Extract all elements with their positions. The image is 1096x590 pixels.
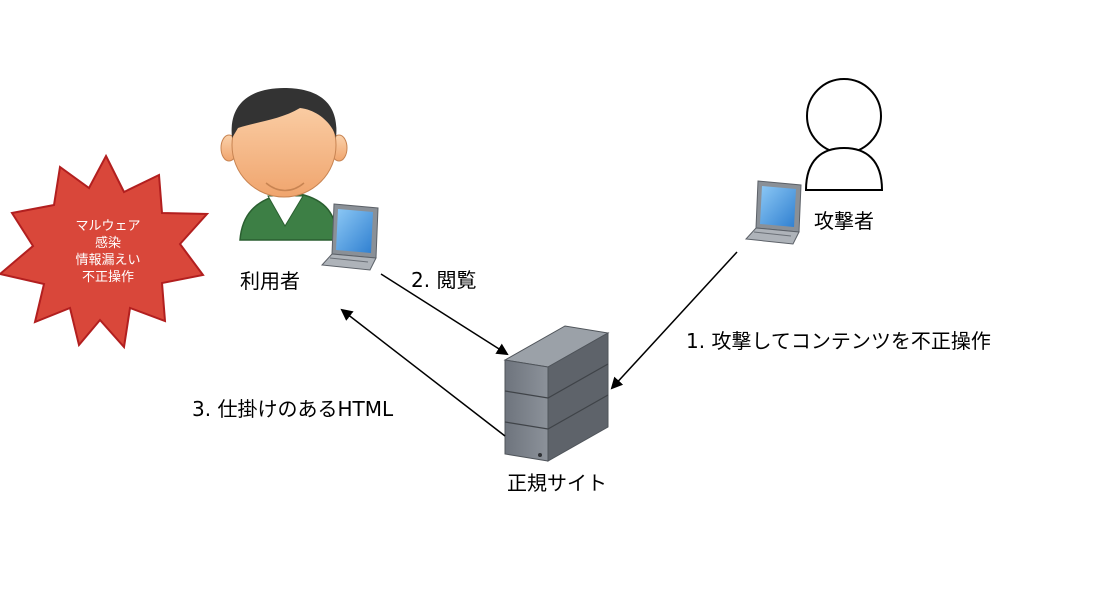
burst-shape — [0, 153, 210, 350]
user-figure-icon — [220, 88, 348, 241]
site-label: 正規サイト — [507, 471, 607, 495]
malware-burst: マルウェア 感染 情報漏えい 不正操作 — [0, 153, 210, 350]
edge-attack: 1. 攻撃してコンテンツを不正操作 — [610, 251, 991, 390]
edge-browse-line — [380, 273, 509, 356]
edge-browse-label: 2. 閲覧 — [411, 268, 476, 292]
burst-line-3: 情報漏えい — [75, 252, 140, 268]
edge-attack-label: 1. 攻撃してコンテンツを不正操作 — [686, 329, 991, 353]
attacker-figure-icon — [804, 78, 884, 191]
edge-attack-line — [610, 251, 738, 390]
edge-html-label: 3. 仕掛けのあるHTML — [192, 397, 394, 421]
edge-html: 3. 仕掛けのあるHTML — [192, 308, 506, 437]
burst-line-1: マルウェア — [75, 219, 140, 234]
edge-html-line — [340, 308, 506, 437]
edge-browse: 2. 閲覧 — [380, 268, 509, 356]
burst-line-4: 不正操作 — [82, 269, 134, 285]
attacker-laptop-icon — [744, 180, 802, 245]
burst-line-2: 感染 — [95, 235, 121, 251]
user-laptop-icon — [320, 203, 379, 271]
attacker-label: 攻撃者 — [814, 209, 874, 233]
server-icon — [503, 325, 610, 462]
user-label: 利用者 — [240, 269, 300, 293]
